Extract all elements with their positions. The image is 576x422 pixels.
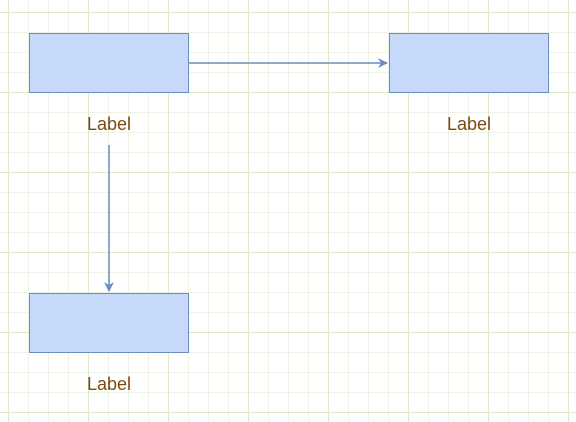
node-top-right[interactable] bbox=[389, 33, 549, 93]
node-bottom-left-label: Label bbox=[86, 374, 132, 394]
node-bottom-left[interactable] bbox=[29, 293, 189, 353]
node-top-right-label: Label bbox=[446, 114, 492, 134]
node-top-left-label: Label bbox=[86, 114, 132, 134]
node-top-left[interactable] bbox=[29, 33, 189, 93]
